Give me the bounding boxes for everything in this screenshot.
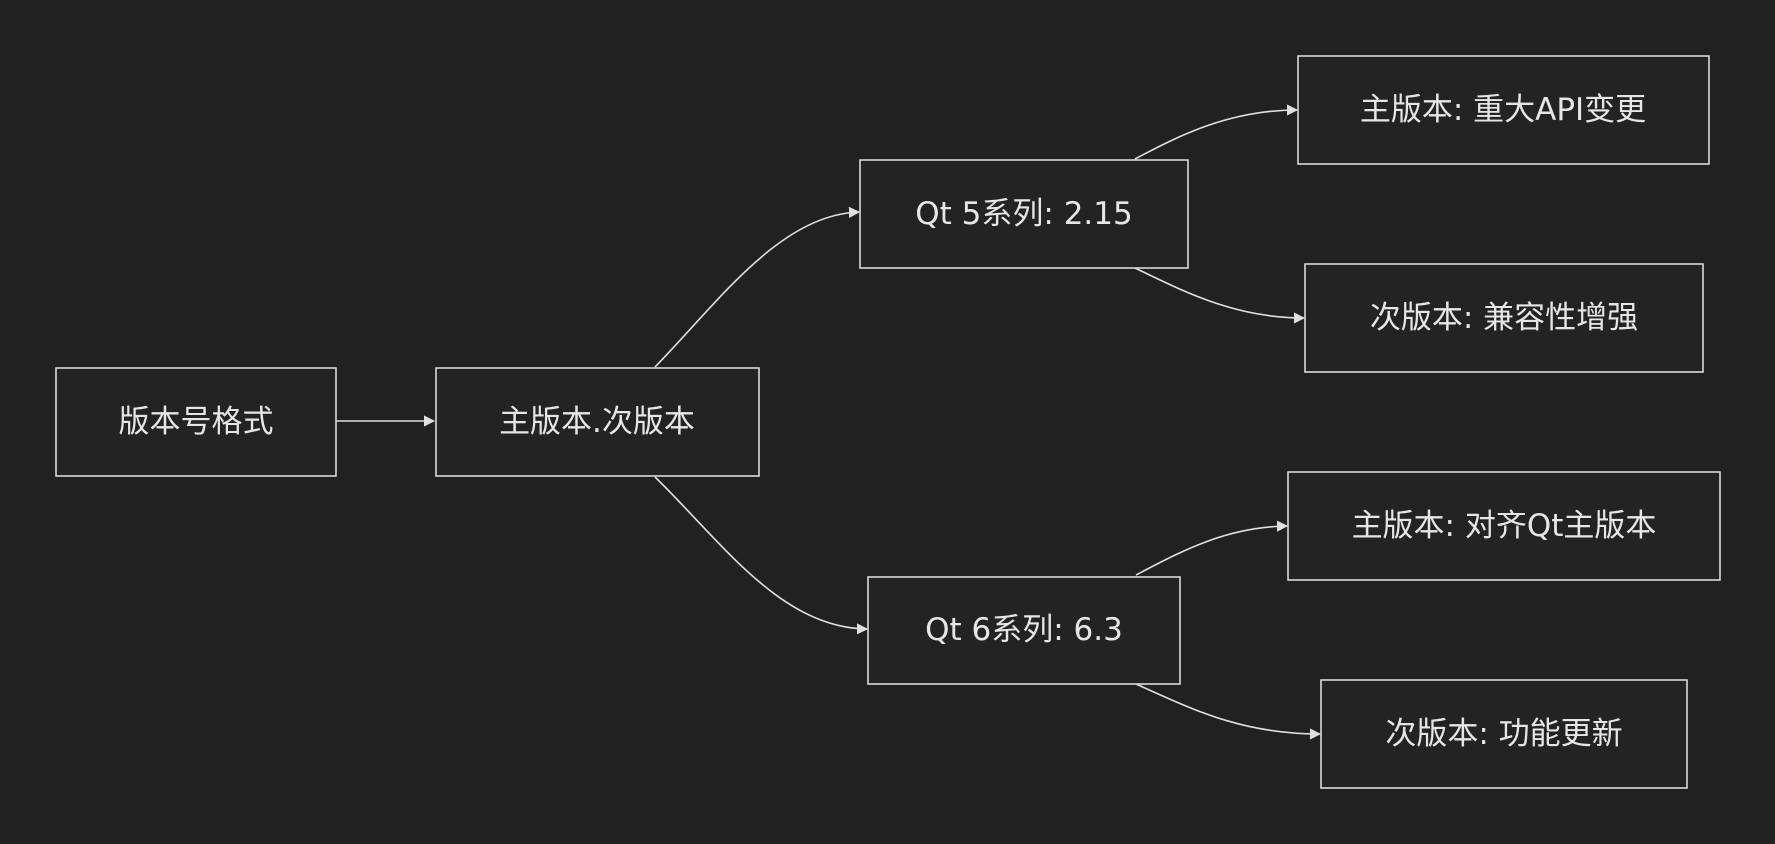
node-version-format: 版本号格式 [55, 367, 337, 477]
node-qt5-minor-label: 次版本: 兼容性增强 [1370, 300, 1638, 336]
node-qt6-major-label: 主版本: 对齐Qt主版本 [1352, 508, 1657, 544]
node-qt5-major: 主版本: 重大API变更 [1297, 55, 1710, 165]
node-qt6-series: Qt 6系列: 6.3 [867, 576, 1181, 685]
node-qt5-series: Qt 5系列: 2.15 [859, 159, 1189, 269]
node-major-minor: 主版本.次版本 [435, 367, 760, 477]
edge-major-minor-to-qt6 [654, 476, 869, 635]
node-qt5-series-label: Qt 5系列: 2.15 [915, 196, 1132, 232]
node-qt6-minor-label: 次版本: 功能更新 [1385, 716, 1622, 752]
edge-major-minor-to-qt5 [654, 206, 861, 368]
node-major-minor-label: 主版本.次版本 [499, 404, 695, 440]
node-version-format-label: 版本号格式 [119, 404, 274, 440]
node-qt5-major-label: 主版本: 重大API变更 [1360, 92, 1646, 128]
edge-qt5-to-qt5-major [1134, 104, 1299, 160]
edge-qt5-to-qt5-minor [1134, 267, 1306, 324]
node-qt5-minor: 次版本: 兼容性增强 [1304, 263, 1704, 373]
node-qt6-major: 主版本: 对齐Qt主版本 [1287, 471, 1721, 581]
edge-qt6-to-qt6-major [1135, 520, 1289, 576]
edge-qt6-to-qt6-minor [1135, 683, 1322, 740]
node-qt6-series-label: Qt 6系列: 6.3 [925, 612, 1123, 648]
node-qt6-minor: 次版本: 功能更新 [1320, 679, 1688, 789]
